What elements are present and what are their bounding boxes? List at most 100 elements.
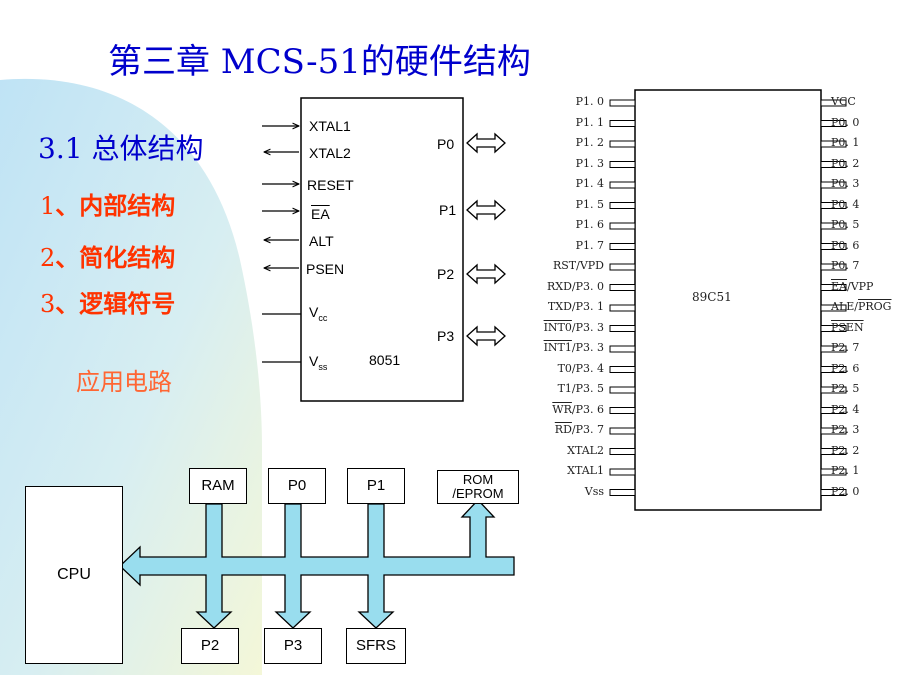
- pin-stub-right: [820, 489, 847, 496]
- nav-section-text: 总体结构: [91, 132, 204, 165]
- pin-label-left: Vss: [584, 484, 604, 498]
- pin-stub-right: [820, 161, 847, 168]
- pin-stub-right: [820, 284, 847, 291]
- pin-label-left: P1. 4: [575, 177, 604, 190]
- pin-label-left: P1. 0: [575, 95, 604, 108]
- pin-label-left: INT1/P3. 3: [543, 341, 604, 354]
- nav-section-number: 3.1: [38, 132, 83, 165]
- nav-item-simplified-structure[interactable]: 2、简化结构: [40, 238, 175, 273]
- pin-stub-right: [820, 120, 847, 127]
- pin-label-right: P0. 6: [831, 238, 860, 252]
- pin-stub-left: [609, 99, 636, 107]
- pin-label-left: P1. 5: [575, 197, 604, 211]
- pin-label-left: INT0/P3. 3: [543, 320, 604, 334]
- pin-label-right: P0. 3: [831, 177, 860, 190]
- pin-label-alt: ALT: [309, 233, 334, 249]
- pin-stub-left: [609, 284, 636, 291]
- pin-stub-left: [609, 448, 636, 455]
- pin-label-left: XTAL1: [567, 464, 604, 477]
- nav-item-logic-symbol[interactable]: 3、逻辑符号: [40, 284, 175, 319]
- data-bus: [119, 499, 515, 629]
- pin-label-right: P0. 0: [831, 115, 860, 129]
- pin-stub-right: [820, 263, 847, 271]
- pin-stub-right: [820, 468, 847, 476]
- pin-label-right: EA/VPP: [831, 279, 874, 293]
- pin-label-right: P0. 4: [831, 197, 860, 211]
- page-title: 第三章 MCS-51的硬件结构: [108, 42, 531, 82]
- p2-block: P2: [181, 628, 239, 664]
- pin-label-right: P2. 7: [831, 341, 860, 354]
- pin-label-psen: PSEN: [306, 261, 345, 277]
- port-label-p2: P2: [437, 266, 455, 282]
- pin-stub-left: [609, 325, 636, 332]
- port-arrow-p1: [466, 199, 506, 221]
- nav-item-label: 、内部结构: [55, 192, 176, 220]
- pin-stub-right: [820, 181, 847, 189]
- pin-stub-left: [609, 468, 636, 476]
- pin-stub-right: [820, 345, 847, 353]
- pin-label-reset: RESET: [307, 177, 354, 193]
- nav-item-number: 3: [40, 290, 56, 318]
- pin-stub-left: [609, 202, 636, 209]
- pin-label-right: P2. 4: [831, 402, 860, 416]
- p1-block: P1: [347, 468, 405, 504]
- pin-stub-right: [820, 427, 847, 435]
- nav-item-application-circuit[interactable]: 应用电路: [76, 368, 172, 396]
- pin-stub-right: [820, 140, 847, 148]
- pin-stub-left: [609, 120, 636, 127]
- pin-stub-left: [609, 263, 636, 271]
- nav-item-number: 2: [40, 244, 56, 272]
- p3-block: P3: [264, 628, 322, 664]
- pin-label-right: P0. 1: [831, 136, 860, 149]
- pin-label-xtal2: XTAL2: [309, 145, 351, 161]
- pin-label-right: P2. 5: [831, 382, 860, 395]
- pin-label-left: RD/P3. 7: [554, 423, 604, 436]
- pin-stub-right: [820, 448, 847, 455]
- nav-item-label: 、逻辑符号: [55, 290, 176, 318]
- nav-item-label: 、简化结构: [55, 244, 176, 272]
- pin-stub-right: [820, 304, 847, 312]
- pin-stub-left: [609, 140, 636, 148]
- chip-89c51-body: [634, 89, 822, 511]
- pin-label-left: P1. 6: [575, 218, 604, 231]
- chip-8051-body: [300, 97, 464, 402]
- pin-stub-left: [609, 386, 636, 394]
- pin-stub-right: [820, 202, 847, 209]
- port-label-p0: P0: [437, 136, 455, 152]
- port-arrow-p0: [466, 132, 506, 154]
- pin-label-right: PSEN: [831, 320, 864, 334]
- pin-label-left: P1. 3: [575, 156, 604, 170]
- pin-stub-right: [820, 407, 847, 414]
- pin-stub-left: [609, 161, 636, 168]
- pin-label-right: P2. 2: [831, 443, 860, 457]
- pin-label-left: RXD/P3. 0: [546, 279, 604, 293]
- nav-item-internal-structure[interactable]: 1、内部结构: [40, 186, 175, 221]
- pin-label-right: P0. 5: [831, 218, 860, 231]
- rom-eprom-block: ROM /EPROM: [437, 470, 519, 504]
- pin-label-right: P0. 7: [831, 259, 860, 272]
- pin-label-left: P1. 1: [575, 115, 604, 129]
- pin-label-vss: Vss: [309, 353, 328, 372]
- pin-label-right: VCC: [831, 95, 856, 108]
- nav-section-overall-structure[interactable]: 3.1 总体结构: [38, 127, 203, 167]
- pin-label-left: TXD/P3. 1: [547, 300, 604, 313]
- pin-label-left: P1. 7: [575, 238, 604, 252]
- port-arrow-p2: [466, 263, 506, 285]
- pin-stub-left: [609, 427, 636, 435]
- chip-89c51-name: 89C51: [692, 290, 732, 304]
- pin-label-xtal1: XTAL1: [309, 118, 351, 134]
- pin-label-left: WR/P3. 6: [552, 402, 604, 416]
- pin-stub-left: [609, 407, 636, 414]
- pin-stub-right: [820, 222, 847, 230]
- ram-block: RAM: [189, 468, 247, 504]
- pin-stub-right: [820, 366, 847, 373]
- pin-label-right: P2. 6: [831, 361, 860, 375]
- pin-stub-left: [609, 243, 636, 250]
- pin-label-right: P2. 0: [831, 484, 860, 498]
- port-label-p3: P3: [437, 328, 455, 344]
- pin-stub-left: [609, 304, 636, 312]
- p0-block: P0: [268, 468, 326, 504]
